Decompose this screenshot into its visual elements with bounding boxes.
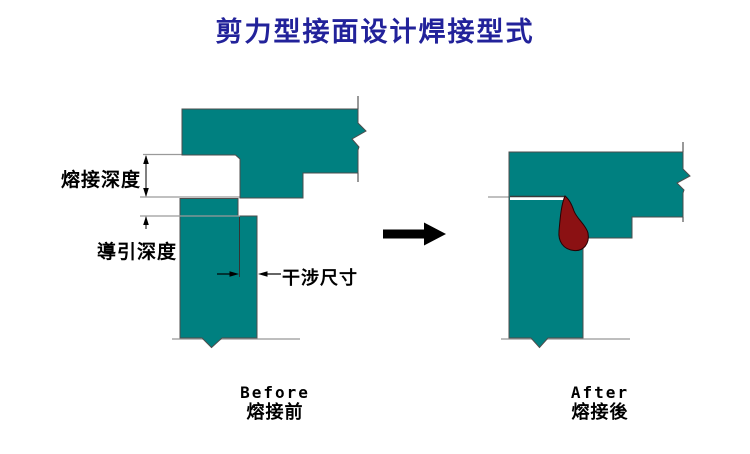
after-diagram	[488, 142, 691, 349]
before-diagram	[140, 96, 367, 349]
lower-workpiece-before	[179, 198, 258, 349]
after-caption-zh: 熔接後	[571, 401, 629, 422]
before-caption-zh: 熔接前	[246, 401, 304, 422]
welded-workpiece-after	[508, 151, 691, 349]
weld-bead	[558, 195, 589, 252]
arrow-down-icon	[143, 188, 149, 197]
arrow-left-icon	[258, 271, 268, 277]
after-caption-en: After	[570, 383, 630, 402]
before-caption: Before 熔接前	[205, 383, 345, 422]
upper-workpiece-before	[181, 108, 367, 199]
after-caption: After 熔接後	[530, 383, 670, 422]
guide-depth-label: 導引深度	[97, 242, 178, 263]
before-caption-en: Before	[240, 383, 310, 402]
arrow-up-icon	[143, 155, 149, 164]
arrow-right-icon	[229, 271, 239, 277]
weld-depth-label: 熔接深度	[61, 170, 142, 191]
arrow-up-icon	[143, 216, 149, 225]
page-title: 剪力型接面设计焊接型式	[215, 17, 535, 47]
interference-label: 干涉尺寸	[282, 268, 358, 288]
transition-arrow-icon	[383, 222, 446, 246]
